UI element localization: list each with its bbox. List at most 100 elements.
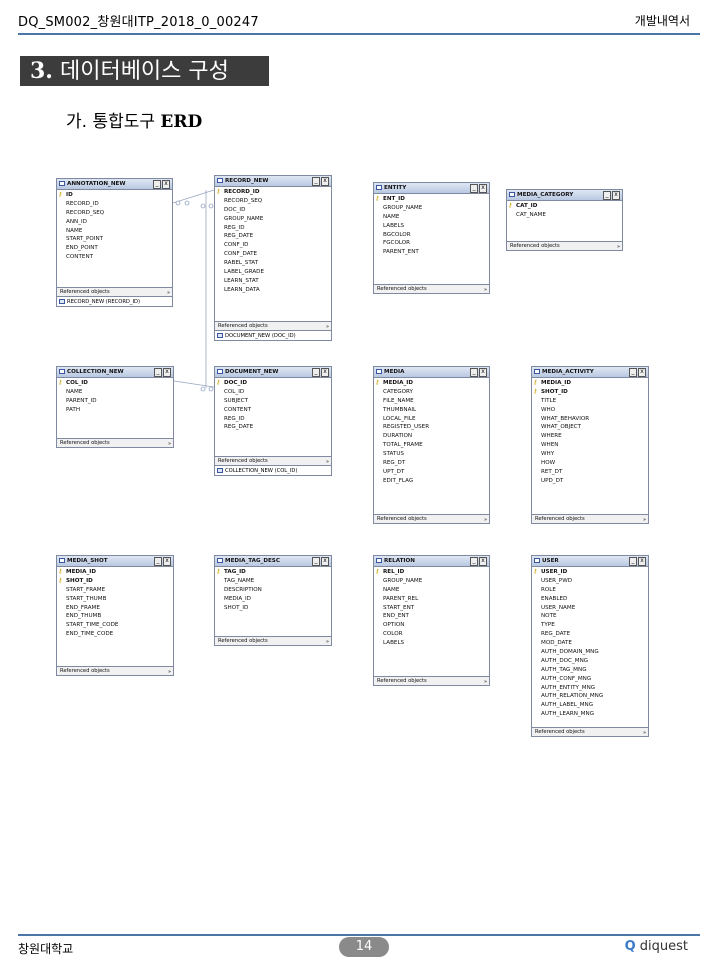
table-name: RECORD_NEW — [225, 178, 269, 184]
table-header[interactable]: ENTITY_x — [374, 183, 489, 194]
table-header[interactable]: MEDIA_SHOT_x — [57, 556, 173, 567]
minimize-icon[interactable]: _ — [312, 557, 320, 566]
column: HOW — [541, 460, 556, 467]
table-header[interactable]: MEDIA_x — [374, 367, 489, 378]
referenced-object-item[interactable]: COLLECTION_NEW (COL_ID) — [214, 466, 332, 476]
table-header[interactable]: RELATION_x — [374, 556, 489, 567]
close-icon[interactable]: x — [321, 557, 329, 566]
minimize-icon[interactable]: _ — [153, 180, 161, 189]
close-icon[interactable]: x — [163, 557, 171, 566]
minimize-icon[interactable]: _ — [603, 191, 611, 200]
table-name: ANNOTATION_NEW — [67, 181, 126, 187]
referenced-objects-bar[interactable]: Referenced objects» — [57, 438, 173, 447]
table-header[interactable]: MEDIA_CATEGORY_x — [507, 190, 622, 201]
table-icon — [59, 181, 65, 186]
close-icon[interactable]: x — [638, 368, 646, 377]
table-header[interactable]: ANNOTATION_NEW _x — [57, 179, 172, 190]
table-header[interactable]: RECORD_NEW _x — [215, 176, 331, 187]
table-header[interactable]: MEDIA_ACTIVITY_x — [532, 367, 648, 378]
section-title-text: 데이터베이스 구성 — [59, 59, 229, 84]
column: TITLE — [541, 397, 557, 404]
column: AUTH_RELATION_MNG — [541, 693, 604, 700]
primary-key-column: ⚷DOC_ID — [216, 379, 331, 388]
minimize-icon[interactable]: _ — [629, 557, 637, 566]
primary-key-column: ⚷MEDIA_ID — [58, 568, 173, 577]
table-header[interactable]: MEDIA_TAG_DESC_x — [215, 556, 331, 567]
column: NAME — [383, 213, 400, 220]
scroll-icon: » — [325, 639, 329, 645]
referenced-objects-bar[interactable]: Referenced objects» — [57, 287, 172, 296]
close-icon[interactable]: x — [479, 368, 487, 377]
relation-end-icon — [200, 386, 206, 392]
key-icon: ⚷ — [58, 191, 63, 198]
column: START_POINT — [66, 236, 104, 243]
table-icon — [534, 369, 540, 374]
subsection-title: 가. 통합도구 ERD — [66, 107, 202, 132]
column-name: CAT_ID — [516, 203, 538, 209]
column: ANN_ID — [66, 218, 87, 225]
table-icon — [59, 299, 65, 304]
primary-key-column: ⚷MEDIA_ID — [533, 379, 648, 388]
column: CONF_ID — [224, 242, 249, 249]
minimize-icon[interactable]: _ — [629, 368, 637, 377]
column: REG_DATE — [541, 631, 571, 638]
referenced-objects-bar[interactable]: Referenced objects» — [374, 284, 489, 293]
referenced-objects-bar[interactable]: Referenced objects» — [215, 456, 331, 465]
column: AUTH_LEARN_MNG — [541, 711, 595, 718]
table-header[interactable]: COLLECTION_NEW_x — [57, 367, 173, 378]
referenced-objects-bar[interactable]: Referenced objects» — [374, 514, 489, 523]
column: WHAT_BEHAVIOR — [541, 415, 590, 422]
referenced-object-item[interactable]: DOCUMENT_NEW (DOC_ID) — [214, 331, 332, 341]
column: PARENT_ID — [66, 397, 97, 404]
referenced-objects-bar[interactable]: Referenced objects» — [532, 514, 648, 523]
minimize-icon[interactable]: _ — [470, 368, 478, 377]
referenced-objects-bar[interactable]: Referenced objects» — [532, 727, 648, 736]
close-icon[interactable]: x — [479, 557, 487, 566]
referenced-objects-bar[interactable]: Referenced objects» — [57, 666, 173, 675]
minimize-icon[interactable]: _ — [470, 184, 478, 193]
minimize-icon[interactable]: _ — [312, 177, 320, 186]
window-buttons: _x — [311, 177, 329, 186]
table-icon — [376, 185, 382, 190]
close-icon[interactable]: x — [321, 368, 329, 377]
close-icon[interactable]: x — [321, 177, 329, 186]
referenced-object-item[interactable]: RECORD_NEW (RECORD_ID) — [56, 297, 173, 307]
close-icon[interactable]: x — [163, 368, 171, 377]
primary-key-column: ⚷SHOT_ID — [533, 388, 648, 397]
minimize-icon[interactable]: _ — [470, 557, 478, 566]
relation-end-icon — [200, 203, 206, 209]
key-icon: ⚷ — [216, 188, 221, 195]
close-icon[interactable]: x — [479, 184, 487, 193]
referenced-objects-bar[interactable]: Referenced objects» — [374, 676, 489, 685]
table-header[interactable]: DOCUMENT_NEW_x — [215, 367, 331, 378]
close-icon[interactable]: x — [638, 557, 646, 566]
window-buttons: _x — [153, 368, 171, 377]
referenced-objects-label: Referenced objects — [218, 458, 268, 464]
table-header[interactable]: USER_x — [532, 556, 648, 567]
referenced-objects-bar[interactable]: Referenced objects» — [507, 241, 622, 250]
window-buttons: _x — [602, 191, 620, 200]
minimize-icon[interactable]: _ — [154, 557, 162, 566]
referenced-objects-bar[interactable]: Referenced objects» — [215, 636, 331, 645]
referenced-objects-bar[interactable]: Referenced objects» — [215, 321, 331, 330]
close-icon[interactable]: x — [612, 191, 620, 200]
minimize-icon[interactable]: _ — [312, 368, 320, 377]
header-divider — [18, 33, 700, 35]
close-icon[interactable]: x — [162, 180, 170, 189]
minimize-icon[interactable]: _ — [154, 368, 162, 377]
subsection-label: 가. 통합도구 — [66, 112, 156, 132]
